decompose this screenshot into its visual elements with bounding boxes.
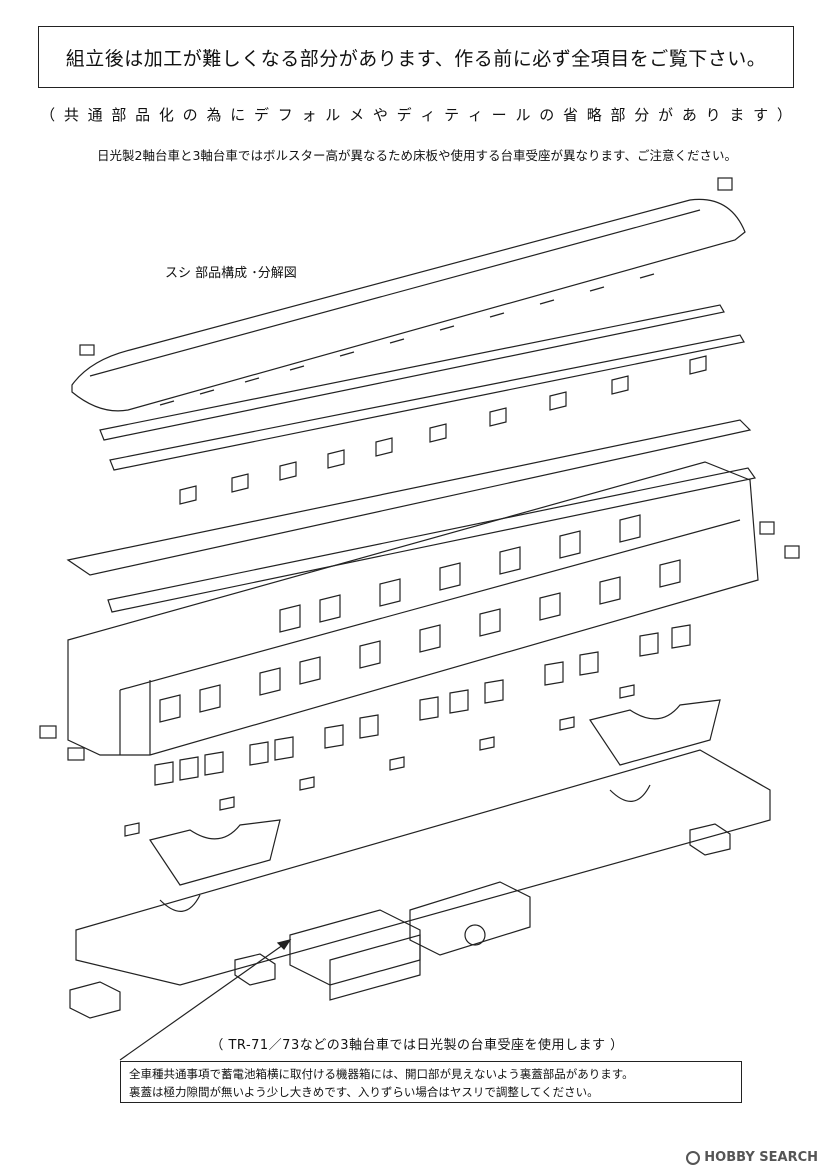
deformation-note: （ 共 通 部 品 化 の 為 に デ フ ォ ル メ や デ ィ テ ィ ー … [40, 106, 794, 124]
bogie-parts [69, 823, 731, 1019]
callout-note: （ TR-71／73などの3軸台車では日光製の台車受座を使用します ） [210, 1038, 624, 1053]
underfloor-base [75, 684, 771, 986]
watermark: HOBBY SEARCH [686, 1150, 818, 1165]
car-body [67, 461, 759, 756]
diagram-title: スシ 部品構成 ･分解図 [165, 266, 297, 281]
battery-box [289, 881, 531, 1001]
notes-box: 全車種共通事項で蓄電池箱横に取付ける機器箱には、開口部が見えないよう裏蓋部品があ… [120, 1061, 742, 1103]
note-line-1: 全車種共通事項で蓄電池箱横に取付ける機器箱には、開口部が見えないよう裏蓋部品があ… [129, 1067, 634, 1081]
window-glazing [39, 521, 800, 786]
callout-arrow [119, 939, 292, 1061]
warning-box: 組立後は加工が難しくなる部分があります、作る前に必ず全項目をご覧下さい。 [38, 26, 794, 88]
warning-text: 組立後は加工が難しくなる部分があります、作る前に必ず全項目をご覧下さい。 [65, 47, 767, 70]
roof-rail-1 [99, 304, 745, 471]
seat-parts [179, 355, 707, 505]
watermark-text: HOBBY SEARCH [704, 1150, 818, 1165]
roof-part [71, 198, 746, 412]
floor-strip [66, 419, 757, 613]
hobbysearch-logo-icon [686, 1150, 701, 1165]
bolster-note: 日光製2軸台車と3軸台車ではボルスター高が異なるため床板や使用する台車受座が異な… [97, 148, 737, 163]
roof-vents [79, 177, 733, 406]
note-line-2: 裏蓋は極力隙間が無いよう少し大きめです、入りずらい場合はヤスリで調整してください… [129, 1085, 599, 1099]
